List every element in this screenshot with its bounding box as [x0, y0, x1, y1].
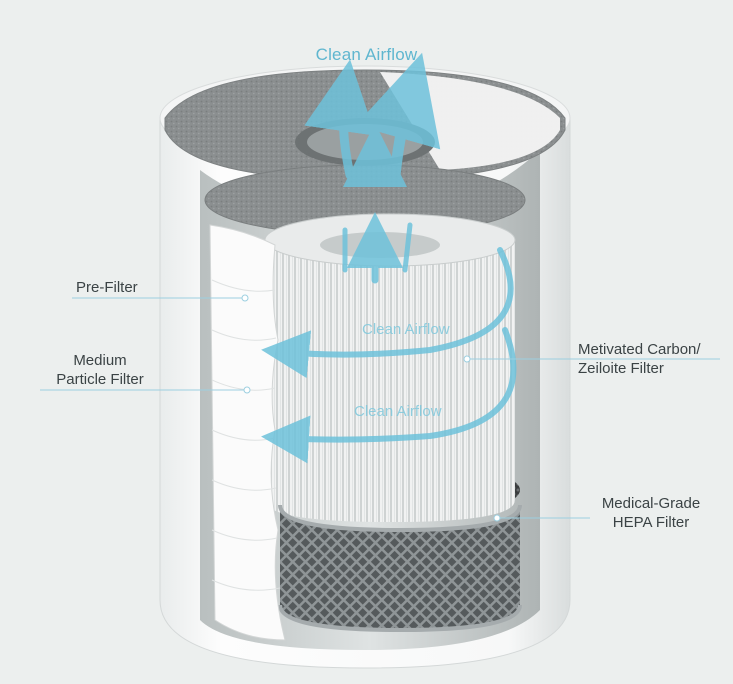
top-foam-ring	[165, 70, 565, 235]
clean-airflow-inner-label-lower: Clean Airflow	[354, 403, 442, 420]
clean-airflow-top-label: Clean Airflow	[0, 45, 733, 65]
label-hepa-line2: HEPA Filter	[592, 513, 710, 532]
clean-airflow-inner-label-upper: Clean Airflow	[362, 321, 450, 338]
label-medium-particle-filter: Medium Particle Filter	[40, 351, 160, 389]
label-medium-line1: Medium	[40, 351, 160, 370]
label-carbon-line1: Metivated Carbon/	[578, 340, 701, 359]
label-hepa-filter: Medical-Grade HEPA Filter	[592, 494, 710, 532]
label-hepa-line1: Medical-Grade	[592, 494, 710, 513]
label-medium-line2: Particle Filter	[40, 370, 160, 389]
hepa-pleated-cylinder	[265, 214, 515, 522]
label-carbon-filter: Metivated Carbon/ Zeiloite Filter	[578, 340, 701, 378]
label-pre-filter: Pre-Filter	[76, 278, 138, 297]
label-carbon-line2: Zeiloite Filter	[578, 359, 701, 378]
